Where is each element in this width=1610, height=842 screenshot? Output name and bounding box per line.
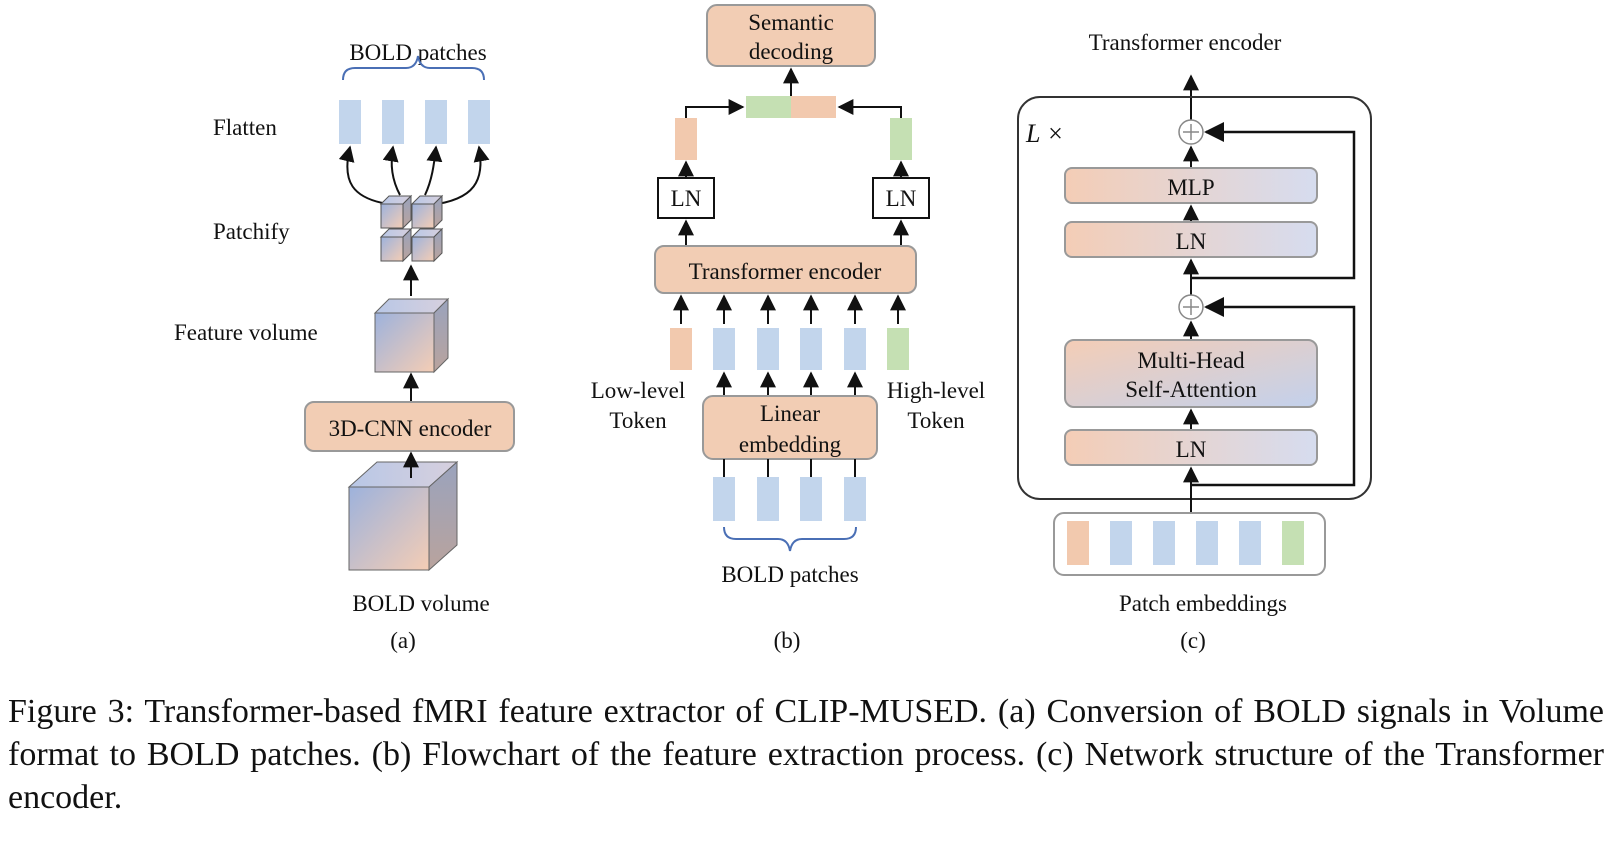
patch-token — [800, 328, 822, 370]
repeat-label: L × — [1025, 119, 1064, 148]
patchify-arrow — [429, 145, 490, 206]
residual-connection-upper — [1191, 122, 1356, 280]
low-level-token-label-2: Token — [609, 408, 667, 433]
patch-cubes — [379, 194, 444, 263]
feature-volume-label: Feature volume — [174, 320, 318, 345]
panel-b-bold-patches-label: BOLD patches — [721, 562, 858, 587]
patchify-label: Patchify — [213, 219, 290, 244]
cnn-encoder-box — [304, 401, 515, 452]
panel-a: BOLD patches Flatten Patchify — [174, 40, 515, 653]
panel-c-sublabel: (c) — [1180, 628, 1206, 653]
ln-right-label: LN — [886, 186, 917, 211]
low-token-to-concat-arrow — [685, 99, 745, 118]
ln-box-upper — [1064, 221, 1318, 258]
figure-caption: Figure 3: Transformer-based fMRI feature… — [8, 693, 1604, 816]
low-level-embedding — [1067, 521, 1089, 565]
attention-label-2: Self-Attention — [1125, 377, 1257, 402]
flat-patch — [339, 100, 361, 144]
ln-left-box — [657, 177, 715, 219]
concat-token-orange — [791, 96, 836, 118]
concat-token-green — [746, 96, 791, 118]
semantic-decoding-label-2: decoding — [749, 39, 834, 64]
bold-patch — [757, 477, 779, 521]
ln-right-box — [872, 177, 930, 219]
patchify-arrow — [338, 145, 396, 206]
panel-c-title: Transformer encoder — [1089, 30, 1282, 55]
mlp-box — [1064, 167, 1318, 204]
patch-token — [713, 328, 735, 370]
patchify-arrow — [424, 145, 443, 196]
flat-patch — [382, 100, 404, 144]
low-level-token — [670, 328, 692, 370]
bold-patch — [713, 477, 735, 521]
high-token-to-concat-arrow — [837, 99, 902, 118]
low-level-token-label-1: Low-level — [591, 378, 686, 403]
patch-cube — [410, 227, 444, 263]
panel-a-sublabel: (a) — [390, 628, 416, 653]
linear-embedding-label-2: embedding — [739, 432, 842, 457]
patch-cube — [379, 227, 413, 263]
patch-embedding — [1239, 521, 1261, 565]
bold-volume-cube — [347, 460, 459, 572]
patch-token — [844, 328, 866, 370]
patch-cube — [410, 194, 444, 230]
transformer-encoder-box — [654, 245, 917, 294]
patch-embeddings-label: Patch embeddings — [1119, 591, 1287, 616]
patch-cube — [379, 194, 413, 230]
ln-left-label: LN — [671, 186, 702, 211]
semantic-decoding-label-1: Semantic — [748, 10, 834, 35]
ln-upper-label: LN — [1176, 229, 1207, 254]
bold-patch — [844, 477, 866, 521]
ln-lower-label: LN — [1176, 437, 1207, 462]
panel-b-brace — [723, 526, 857, 552]
encoder-block-frame — [1017, 96, 1372, 500]
semantic-decoding-box — [706, 4, 876, 67]
patch-embedding — [1153, 521, 1175, 565]
panel-a-brace — [342, 55, 485, 81]
high-level-token — [887, 328, 909, 370]
flat-patch — [468, 100, 490, 144]
ln-box-lower — [1064, 429, 1318, 466]
linear-embedding-box — [702, 395, 878, 460]
patch-token — [757, 328, 779, 370]
panel-b-sublabel: (b) — [774, 628, 801, 653]
patch-embedding — [1110, 521, 1132, 565]
patch-embedding — [1196, 521, 1218, 565]
feature-volume-cube — [373, 297, 450, 374]
cnn-encoder-label: 3D-CNN encoder — [329, 416, 492, 441]
flatten-label: Flatten — [213, 115, 277, 140]
flat-patch — [425, 100, 447, 144]
high-level-embedding — [1282, 521, 1304, 565]
bold-volume-label: BOLD volume — [352, 591, 489, 616]
high-level-token-label-2: Token — [907, 408, 965, 433]
panel-a-bold-patches-label: BOLD patches — [349, 40, 486, 65]
patchify-arrow — [382, 145, 401, 196]
attention-label-1: Multi-Head — [1137, 348, 1245, 373]
transformer-encoder-label: Transformer encoder — [689, 259, 882, 284]
panel-b: Semantic decoding LN LN Transformer enco… — [591, 4, 985, 653]
panel-c: Transformer encoder L × MLP LN Multi-Hea… — [1017, 30, 1372, 653]
bold-patch — [800, 477, 822, 521]
mlp-label: MLP — [1167, 175, 1214, 200]
low-level-output-token — [675, 118, 697, 160]
high-level-token-label-1: High-level — [887, 378, 985, 403]
linear-embedding-label-1: Linear — [760, 401, 820, 426]
residual-connection-lower — [1191, 297, 1356, 487]
high-level-output-token — [890, 118, 912, 160]
attention-box — [1064, 339, 1318, 408]
